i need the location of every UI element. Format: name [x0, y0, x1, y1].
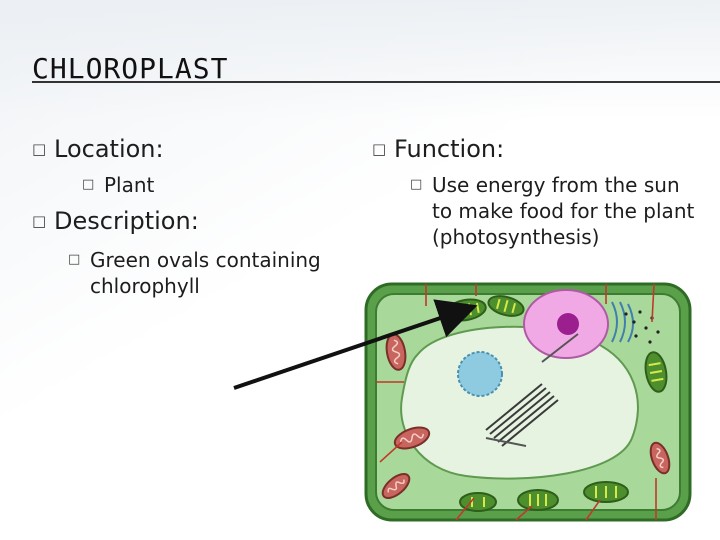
mitochondrion: [649, 441, 671, 475]
title-underline: [32, 81, 720, 83]
microtubule: [485, 437, 527, 447]
bullet-location: □ Location:: [32, 134, 164, 164]
golgi-body: [485, 383, 559, 447]
bullet-description-item: □ Green ovals containing chlorophyll: [68, 247, 348, 299]
chloroplast: [644, 351, 668, 393]
centrosome: [457, 351, 503, 397]
function-value: Use energy from the sun to make food for…: [432, 173, 695, 249]
nucleolus: [557, 313, 579, 335]
ribosomes: [624, 310, 660, 344]
slide-title: CHLOROPLAST: [32, 52, 229, 85]
description-value: Green ovals containing chlorophyll: [90, 248, 321, 298]
mitochondrion: [393, 426, 431, 450]
bullet-box-icon: □: [68, 252, 81, 267]
function-label: Function:: [394, 135, 505, 163]
description-label: Description:: [54, 207, 199, 235]
plant-cell-diagram: [364, 282, 692, 522]
chloroplast: [583, 481, 629, 503]
chloroplast: [459, 492, 497, 512]
bullet-location-item: □ Plant: [82, 172, 154, 198]
bullet-box-icon: □: [410, 177, 423, 192]
chloroplast: [517, 489, 559, 511]
location-label: Location:: [54, 135, 164, 163]
bullet-function-item: □ Use energy from the sun to make food f…: [410, 172, 706, 250]
label-arrows: [376, 283, 657, 521]
bullet-box-icon: □: [372, 140, 387, 158]
bullet-function: □ Function:: [372, 134, 504, 164]
bullet-description: □ Description:: [32, 206, 199, 236]
bullet-box-icon: □: [32, 140, 47, 158]
endoplasmic-reticulum: [611, 301, 634, 343]
bullet-box-icon: □: [82, 177, 95, 192]
bullet-box-icon: □: [32, 212, 47, 230]
chloroplast: [487, 295, 525, 317]
mitochondrion: [381, 473, 411, 499]
microtubule: [541, 333, 579, 363]
location-value: Plant: [104, 173, 155, 197]
